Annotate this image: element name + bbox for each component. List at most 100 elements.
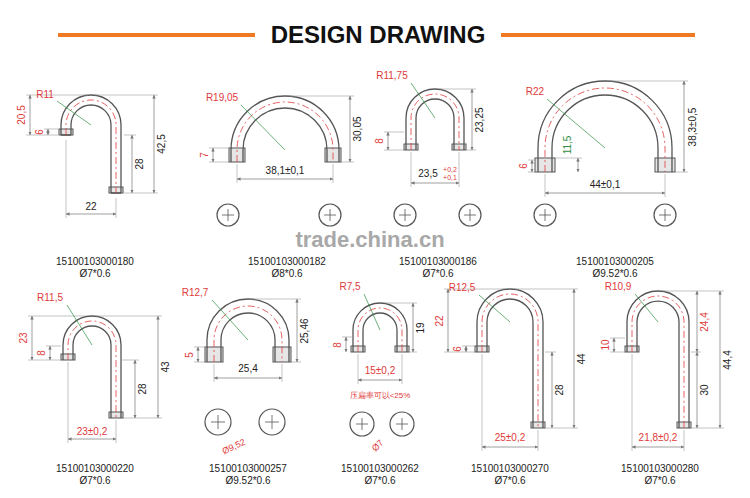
tube-bend [229, 96, 341, 162]
dimension-line [528, 81, 688, 197]
tube-section [459, 204, 481, 226]
dimension-line [132, 135, 133, 193]
dimension-line [154, 95, 155, 193]
dimension-label: 25±0,2 [495, 433, 526, 443]
dimension-line [209, 96, 354, 183]
radius-label: R11 [36, 90, 54, 100]
tube-section [654, 204, 676, 226]
tube-bend [207, 299, 289, 362]
dimension-line [411, 183, 459, 184]
dimension-label: 28 [555, 384, 565, 395]
tube-bend [59, 95, 123, 193]
dimension-line [342, 294, 417, 384]
tube-section [394, 204, 416, 226]
tube-bend [61, 135, 121, 193]
dimension-label: 10 [601, 339, 611, 350]
tube-section [390, 412, 414, 436]
tube-bend [363, 313, 397, 352]
tube-section [324, 209, 336, 221]
dimension-line [482, 447, 538, 448]
tube-bend [61, 95, 121, 193]
dimension-line [444, 289, 578, 451]
tube-section [222, 209, 234, 221]
tube-section [534, 204, 676, 226]
tube-bend [231, 96, 339, 162]
radius-label: R11,75 [376, 71, 408, 81]
dimension-line [212, 300, 248, 340]
dimension-label: 23,25 [475, 107, 485, 132]
tube-section [205, 409, 231, 435]
dimension-label: 8 [375, 138, 385, 144]
part-number: 15100103000186 [399, 257, 477, 267]
dimension-line [411, 83, 435, 118]
dimension-label: 30,05 [353, 116, 363, 141]
dimension-label: 43 [161, 361, 171, 372]
tube-spec: Ø7*0.6 [79, 476, 110, 486]
dimension-label: 30 [700, 384, 710, 395]
part-number: 15100103000182 [248, 257, 326, 267]
tube-section [356, 418, 368, 430]
radius-label: R10,9 [605, 282, 632, 292]
radius-label: R22 [526, 87, 544, 97]
tube-bend [632, 296, 684, 428]
dimension-line [364, 294, 380, 330]
dimension-line [297, 299, 298, 362]
dimension-line [30, 95, 31, 135]
tube-section [217, 204, 239, 226]
part-number: 15100103000262 [341, 464, 419, 474]
dimension-line [632, 447, 684, 448]
tube-bend [221, 313, 275, 362]
tube-spec: Ø7*0.6 [364, 476, 395, 486]
tube-section [534, 204, 556, 226]
dimension-line [194, 299, 301, 382]
dimension-line [358, 380, 402, 381]
tube-spec: Ø7*0.6 [494, 476, 525, 486]
dimension-label: 44,4 [723, 350, 733, 369]
tube-bend [237, 102, 333, 162]
dimension-line [720, 291, 721, 428]
dimension-line [135, 360, 136, 418]
dimension-label: 11,5 [563, 136, 573, 155]
dimension-line [610, 291, 724, 451]
dimension-label: 6 [453, 346, 463, 352]
dimension-line [350, 96, 351, 162]
dimension-label: 20,5 [17, 105, 27, 124]
note-text: 压扁率可以<25% [350, 392, 411, 400]
dimension-label: 23±0,2 [77, 427, 108, 437]
dimension-line [158, 316, 159, 418]
tube-bend [61, 316, 123, 418]
dimension-line [342, 303, 417, 384]
dimension-line [384, 89, 476, 187]
radius-label: R12,7 [182, 288, 209, 298]
part-number: 15100103000270 [471, 464, 549, 474]
tube-section [464, 209, 476, 221]
tube-bend [538, 81, 672, 172]
dimension-line [545, 193, 665, 194]
tube-section [396, 418, 408, 430]
dimension-label: 23 [19, 332, 29, 343]
part-number: 15100103000205 [576, 257, 654, 267]
dimension-label: 25,4 [238, 364, 257, 374]
tube-bend [545, 88, 665, 172]
dimension-line [448, 289, 449, 352]
dimension-line [479, 295, 510, 322]
dimension-line [32, 316, 33, 360]
dimension-line [388, 132, 389, 150]
tube-section [217, 204, 341, 226]
dimension-line [28, 316, 162, 443]
tube-bend [552, 95, 658, 172]
dimension-line [194, 299, 301, 382]
tube-spec: Ø8*0.6 [271, 269, 302, 279]
dimension-line [635, 294, 658, 322]
dimension-line [547, 99, 605, 148]
dimension-line [68, 439, 116, 440]
dimension-line [552, 352, 553, 428]
dimension-label: 44±0,1 [590, 180, 621, 190]
dimension-line [26, 95, 158, 218]
tube-bend [482, 294, 538, 428]
dimension-label: 6 [35, 129, 45, 135]
radius-label: R7,5 [339, 282, 360, 292]
watermark: trade.china.cn [295, 229, 444, 251]
dimension-label: 7 [200, 152, 210, 158]
tube-section [350, 412, 414, 436]
